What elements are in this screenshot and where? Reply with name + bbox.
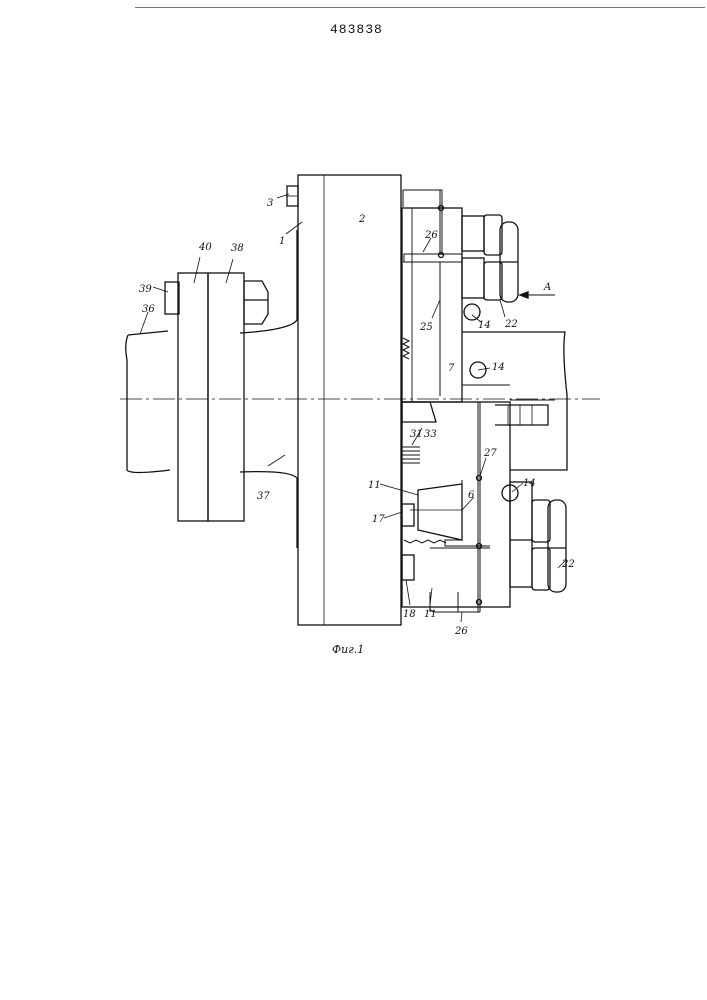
- label-6: 6: [468, 490, 475, 501]
- flange-38: [208, 273, 244, 521]
- label-26-lower: 26: [454, 626, 468, 637]
- label-14-c: 14: [523, 478, 536, 489]
- label-11-upper: 11: [368, 480, 381, 491]
- label-25: 25: [419, 322, 433, 333]
- label-40: 40: [198, 242, 212, 253]
- label-36: 36: [142, 304, 155, 315]
- nut-38: [244, 281, 268, 324]
- label-14-a: 14: [478, 320, 491, 331]
- bushing: [495, 405, 548, 425]
- label-38: 38: [231, 243, 244, 254]
- label-22-lower: 22: [561, 559, 575, 570]
- label-3: 3: [267, 198, 273, 209]
- leader-lines: [140, 194, 566, 622]
- flange-40: [178, 273, 208, 521]
- label-11-lower: 11: [424, 609, 437, 620]
- label-33: 33: [424, 429, 437, 440]
- label-37: 37: [257, 491, 270, 502]
- upper-spring: [403, 338, 409, 359]
- label-18: 18: [403, 609, 416, 620]
- wedge-11: [418, 484, 462, 540]
- spring-31: [402, 447, 420, 463]
- bolt-39: [165, 282, 179, 314]
- disk-2: [298, 175, 401, 625]
- label-22-upper: 22: [504, 319, 518, 330]
- label-17: 17: [372, 514, 385, 525]
- label-A: A: [543, 282, 551, 293]
- lower-spring: [404, 540, 446, 543]
- label-2: 2: [358, 214, 365, 225]
- label-26-upper: 26: [424, 230, 438, 241]
- valve-14-upper: [464, 304, 480, 320]
- knob-22-lower: [548, 500, 566, 592]
- figure-caption: Фиг.1: [332, 643, 364, 656]
- label-39: 39: [139, 284, 152, 295]
- label-27: 27: [483, 448, 497, 459]
- label-1: 1: [279, 236, 285, 247]
- part-17: [402, 504, 414, 526]
- pipe-lower: [478, 402, 480, 612]
- label-14-b: 14: [492, 362, 505, 373]
- label-31: 31: [410, 429, 423, 440]
- left-shaft: [126, 335, 170, 473]
- label-7: 7: [448, 363, 455, 374]
